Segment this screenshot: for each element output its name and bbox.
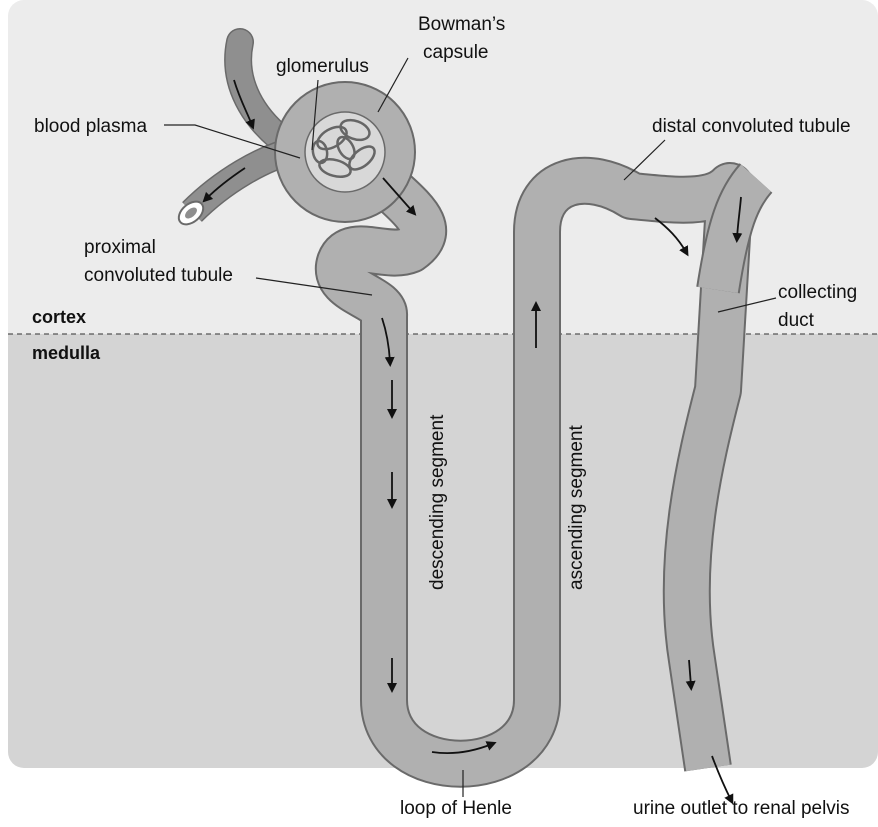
- label-proximal-2: convoluted tubule: [84, 265, 233, 286]
- zone-cortex: cortex: [32, 307, 86, 327]
- label-urine-outlet: urine outlet to renal pelvis: [633, 798, 850, 819]
- label-collecting-2: duct: [778, 310, 815, 331]
- label-loop-of-henle: loop of Henle: [400, 798, 512, 819]
- label-descending-segment: descending segment: [427, 414, 448, 590]
- label-bowmans-capsule-1: Bowman’s: [418, 14, 505, 35]
- label-bowmans-capsule-2: capsule: [423, 42, 489, 63]
- label-collecting-1: collecting: [778, 282, 857, 303]
- label-proximal-1: proximal: [84, 237, 156, 258]
- label-ascending-segment: ascending segment: [566, 425, 587, 590]
- label-distal-tubule: distal convoluted tubule: [652, 116, 851, 137]
- label-blood-plasma: blood plasma: [34, 116, 147, 137]
- bowmans-capsule: [275, 82, 415, 222]
- label-glomerulus: glomerulus: [276, 56, 369, 77]
- zone-medulla: medulla: [32, 343, 101, 363]
